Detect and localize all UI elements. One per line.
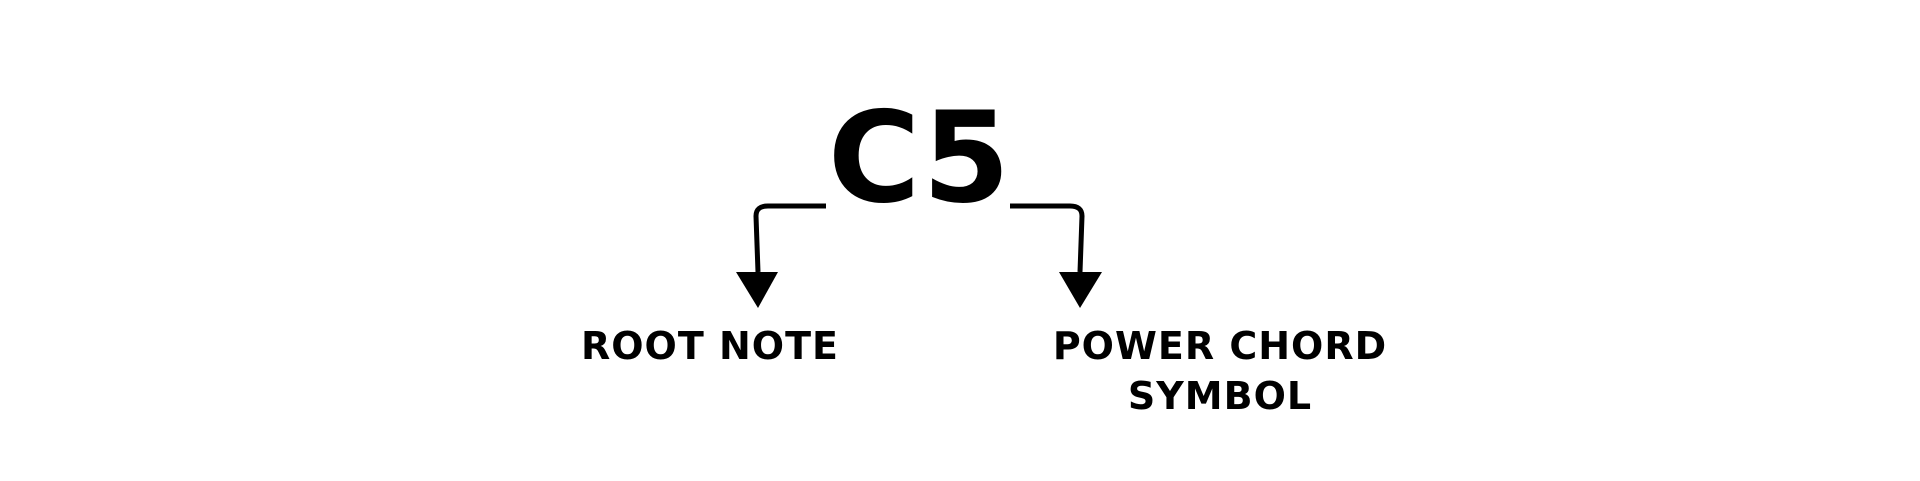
power-chord-label-line2: SYMBOL	[1127, 374, 1313, 418]
root-note-connector	[753, 203, 826, 273]
power-chord-connector	[1010, 203, 1085, 273]
power-chord-arrowhead	[1059, 272, 1102, 308]
chord-symbol: C5	[827, 84, 1013, 231]
root-note-label: ROOT NOTE	[580, 324, 839, 368]
power-chord-label-line1: POWER CHORD	[1052, 324, 1388, 368]
power-chord-label: POWER CHORD SYMBOL	[1000, 326, 1440, 416]
root-note-arrowhead	[736, 272, 778, 308]
